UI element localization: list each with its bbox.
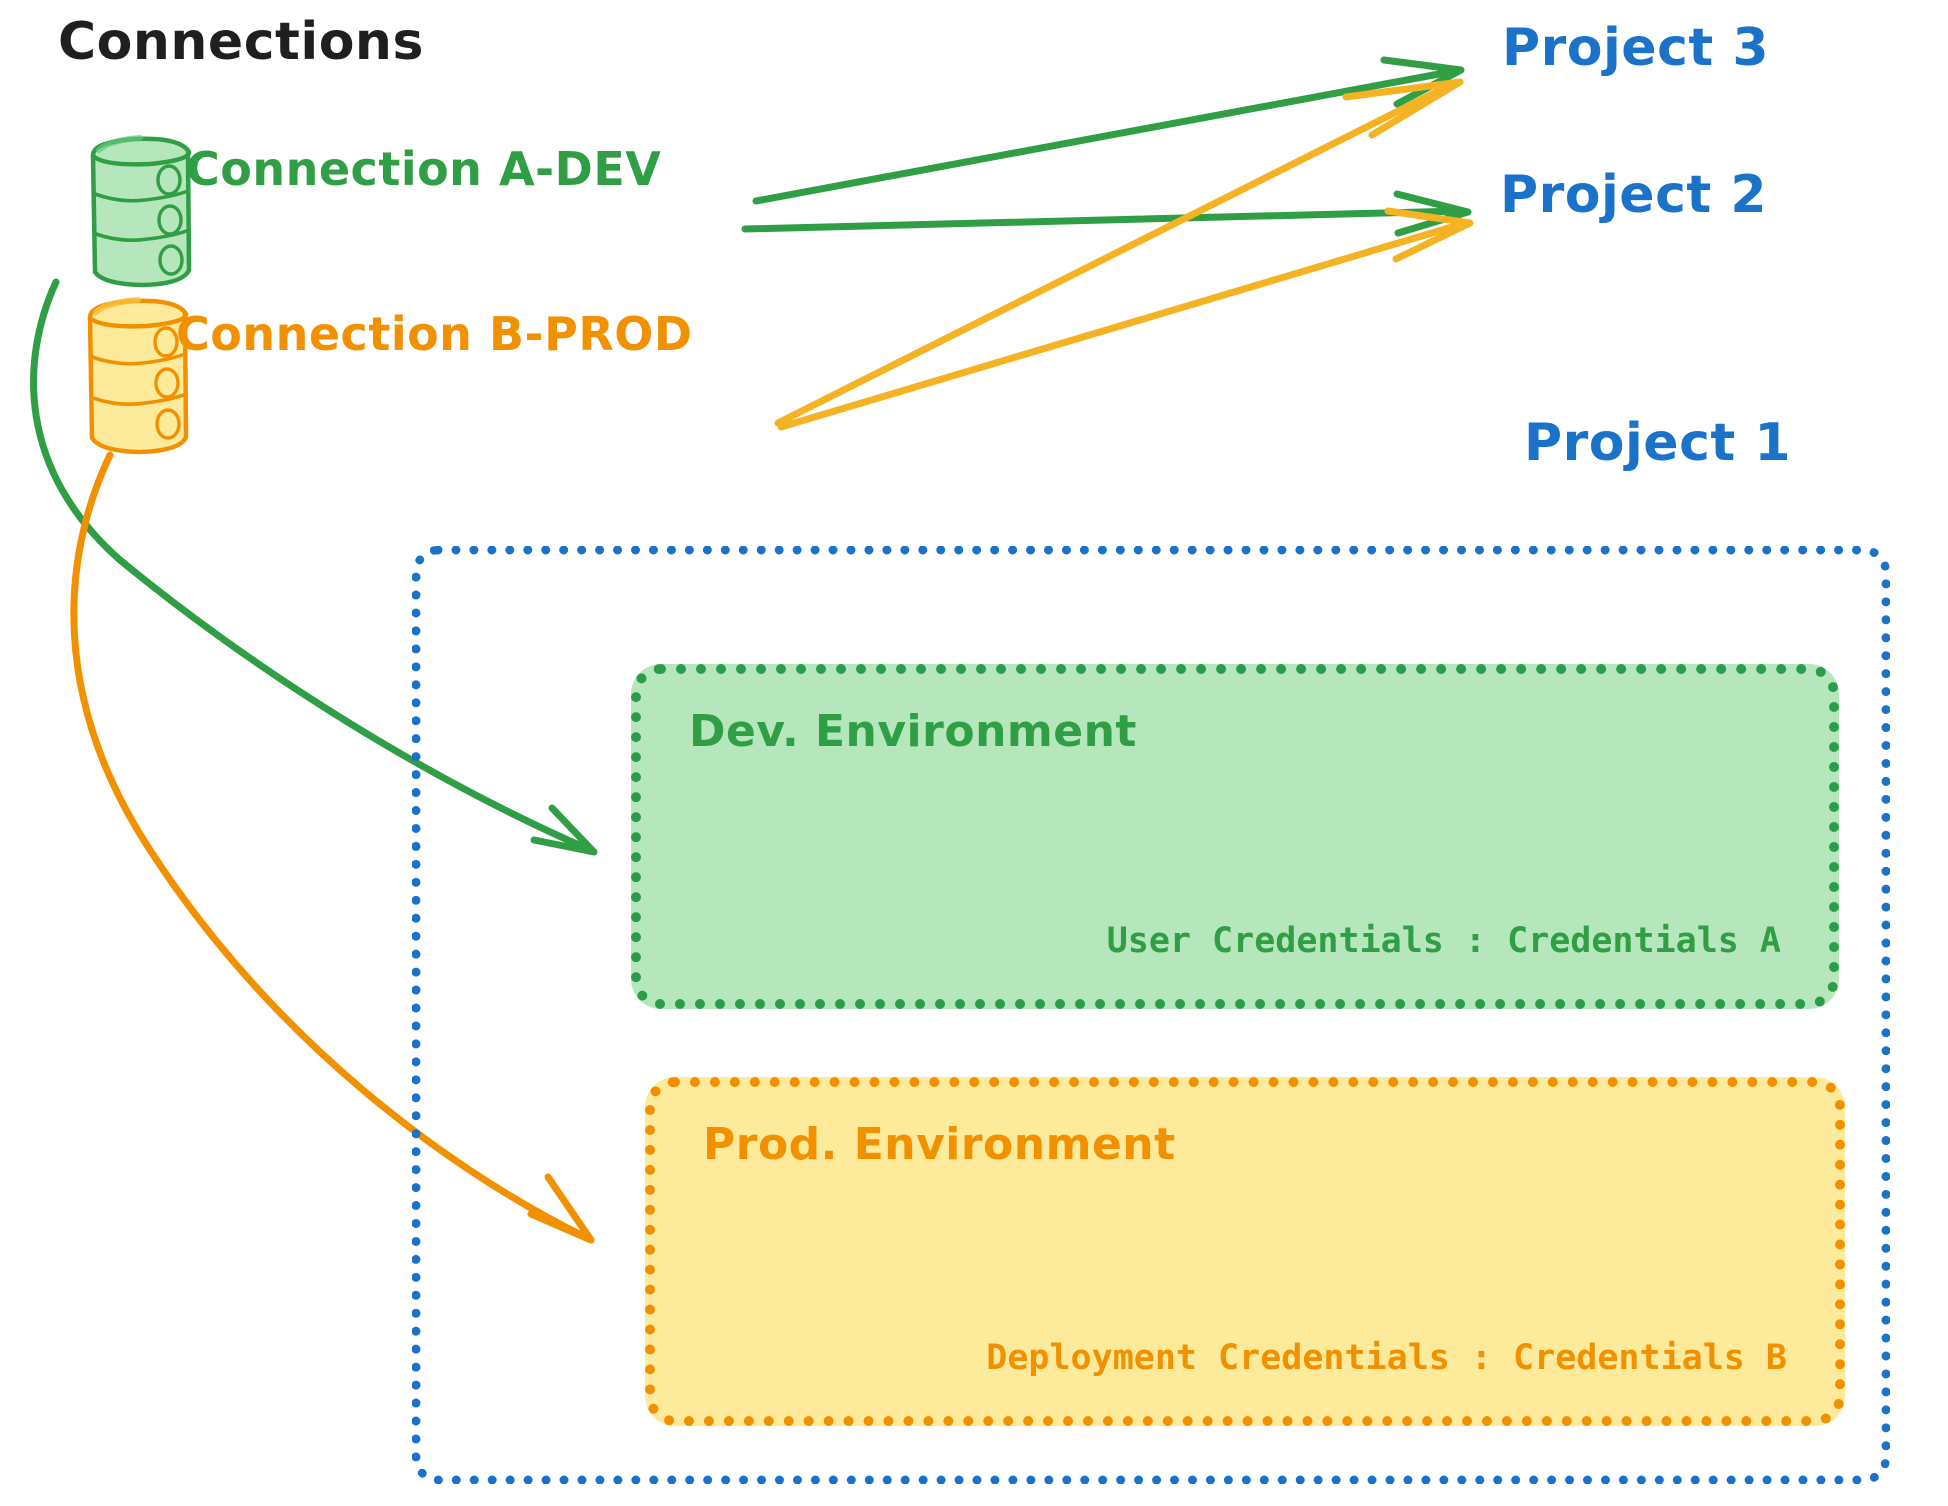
dev-environment-credentials: User Credentials : Credentials A [1106,921,1781,961]
project-2-label: Project 2 [1500,165,1768,225]
arrow-conn-b-to-project-3 [774,78,1464,427]
dev-environment-box: Dev. Environment User Credentials : Cred… [631,664,1839,1009]
arrow-conn-a-to-project-3 [752,56,1465,205]
prod-environment-title: Prod. Environment [703,1119,1176,1170]
prod-environment-box: Prod. Environment Deployment Credentials… [645,1077,1845,1426]
connection-b-database-icon [87,297,189,455]
connection-a-database-icon [90,135,192,288]
project-3-label: Project 3 [1502,18,1770,78]
project-1-container: Dev. Environment User Credentials : Cred… [412,546,1890,1484]
dev-environment-title: Dev. Environment [689,706,1137,757]
project-1-label: Project 1 [1524,413,1792,473]
arrow-conn-a-to-project-2 [741,190,1472,237]
page-title: Connections [58,12,424,72]
arrow-conn-b-to-project-2 [777,207,1474,431]
connection-a-dev-label: Connection A-DEV [186,142,662,196]
connection-b-prod-label: Connection B-PROD [176,307,693,361]
prod-environment-credentials: Deployment Credentials : Credentials B [986,1338,1787,1378]
